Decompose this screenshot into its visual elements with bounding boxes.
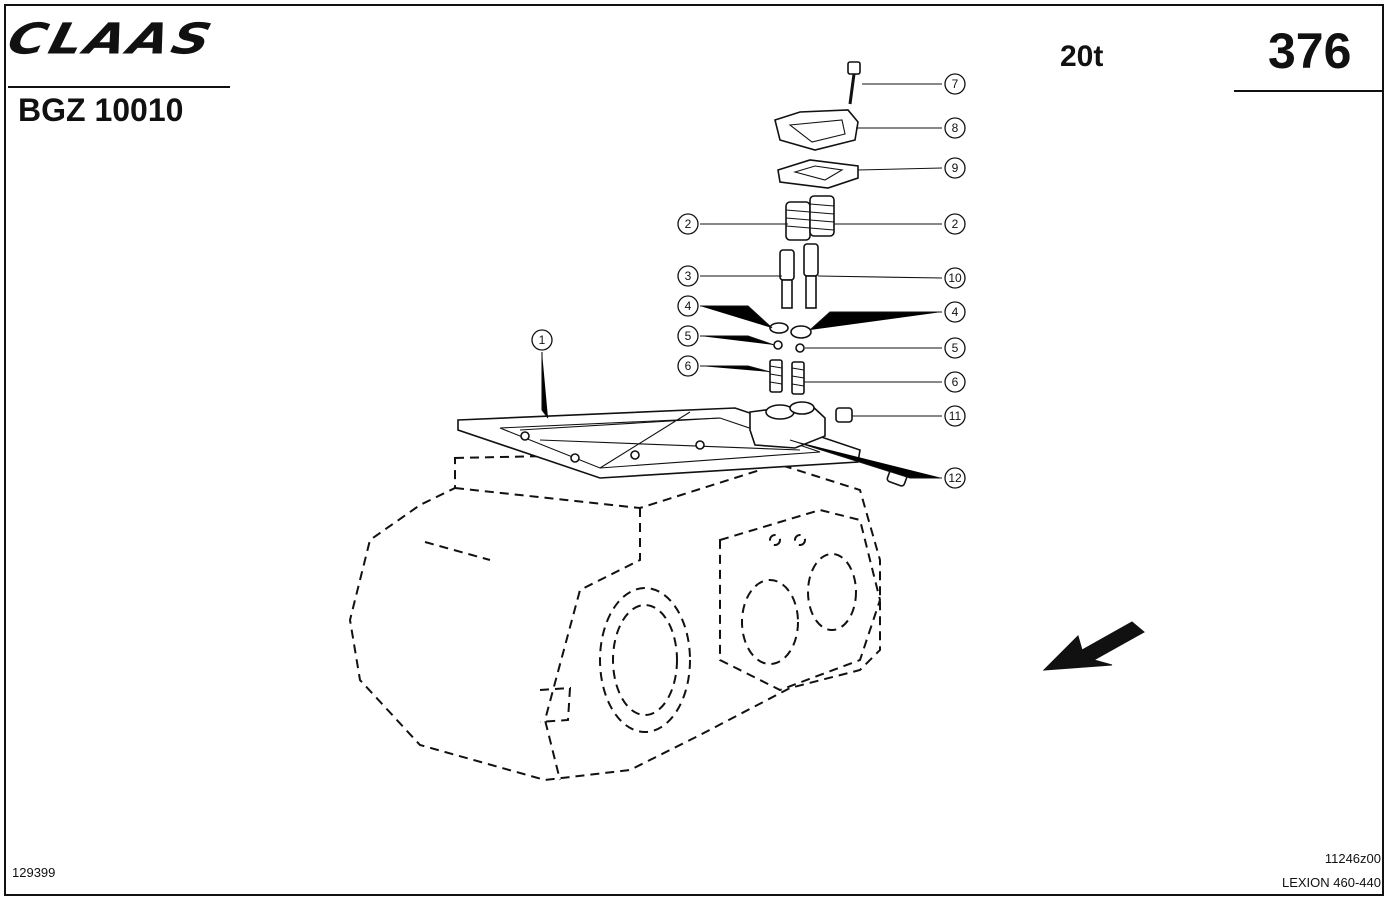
svg-text:4: 4: [952, 305, 959, 319]
gearbox-housing: [348, 450, 882, 782]
svg-text:9: 9: [952, 161, 959, 175]
page-number: 376: [1268, 23, 1352, 79]
piston-10: [803, 243, 819, 309]
svg-text:1: 1: [539, 333, 546, 347]
model-name: LEXION 460-440: [1281, 875, 1381, 890]
callout-11: 11: [944, 405, 966, 427]
hex-nut-11: [835, 407, 853, 423]
callout-8: 8: [944, 117, 966, 139]
callout-10: 10: [944, 267, 966, 289]
header-rule-left: [8, 86, 230, 88]
callout-2-right: 2: [944, 213, 966, 235]
svg-text:6: 6: [952, 375, 959, 389]
washer-4-left: [769, 322, 789, 334]
svg-text:3: 3: [685, 269, 692, 283]
svg-text:8: 8: [952, 121, 959, 135]
svg-text:5: 5: [685, 329, 692, 343]
callout-2-left: 2: [677, 213, 699, 235]
spring-6-right: [791, 361, 805, 395]
svg-text:12: 12: [948, 471, 962, 485]
callout-4-left: 4: [677, 295, 699, 317]
callout-12: 12: [944, 467, 966, 489]
gasket-9: [777, 159, 859, 189]
spring-2-right: [809, 195, 835, 237]
callout-6-right: 6: [944, 371, 966, 393]
valve-block: [749, 401, 826, 449]
document-number: 129399: [12, 865, 56, 880]
callout-3: 3: [677, 265, 699, 287]
spring-6-left: [769, 359, 783, 393]
leader-lines: [541, 83, 943, 479]
callout-1: 1: [531, 329, 553, 351]
callout-5-right: 5: [944, 337, 966, 359]
ball-5-right: [795, 343, 805, 353]
direction-arrow-icon: [1042, 621, 1145, 671]
assembly-code: BGZ 10010: [18, 92, 184, 128]
bolt-7: [847, 61, 861, 105]
svg-text:5: 5: [952, 341, 959, 355]
piston-3: [779, 249, 795, 309]
svg-text:2: 2: [952, 217, 959, 231]
ball-5-left: [773, 340, 783, 350]
callout-7: 7: [944, 73, 966, 95]
svg-text:2: 2: [685, 217, 692, 231]
svg-text:6: 6: [685, 359, 692, 373]
sheet-border: [4, 4, 1384, 896]
svg-text:10: 10: [948, 271, 962, 285]
callout-9: 9: [944, 157, 966, 179]
spring-2-left: [785, 201, 811, 241]
valve-cover-8: [774, 109, 859, 151]
weight-label: 20t: [1060, 40, 1104, 73]
callout-5-left: 5: [677, 325, 699, 347]
svg-text:7: 7: [952, 77, 959, 91]
svg-text:11: 11: [949, 409, 962, 423]
washer-4-right: [790, 325, 812, 339]
figure-number: 11246z00: [1324, 851, 1381, 866]
callout-4-right: 4: [944, 301, 966, 323]
header-rule-right: [1234, 90, 1382, 92]
svg-text:4: 4: [685, 299, 692, 313]
callout-6-left: 6: [677, 355, 699, 377]
